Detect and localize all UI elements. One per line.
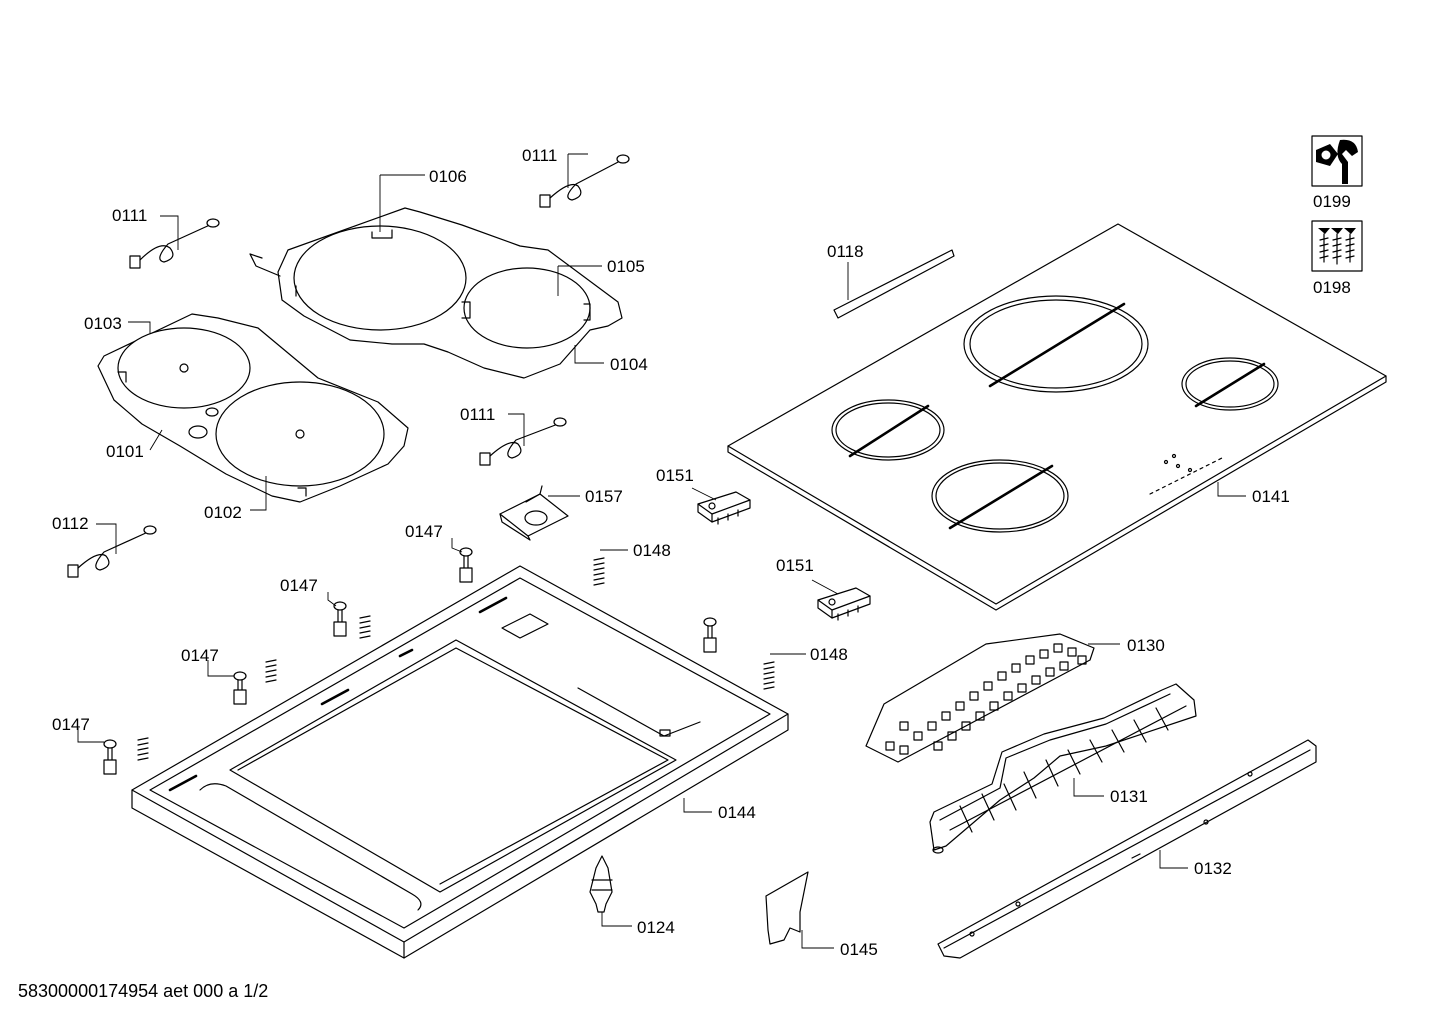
small-heating-element bbox=[463, 267, 591, 349]
heater-carrier-lower bbox=[97, 313, 409, 503]
heater-carrier-upper bbox=[249, 207, 623, 379]
foot-0147-a bbox=[459, 547, 473, 583]
foot-0147-d bbox=[103, 739, 117, 775]
foot-0147-b bbox=[333, 601, 347, 637]
seal-strip-0118 bbox=[833, 249, 955, 319]
housing-tray-0144 bbox=[131, 565, 789, 959]
screws-icon bbox=[1311, 220, 1363, 272]
callout-0198: 0198 bbox=[1313, 278, 1351, 297]
spring-0148-b bbox=[763, 661, 775, 690]
callout-0130: 0130 bbox=[1127, 636, 1165, 655]
foot-0147-e bbox=[703, 617, 717, 653]
temperature-sensor-c bbox=[479, 417, 567, 466]
temperature-sensor-d bbox=[67, 525, 157, 578]
foot-0147-c bbox=[233, 671, 247, 705]
callout-0147-d: 0147 bbox=[52, 715, 90, 734]
callout-0147-b: 0147 bbox=[280, 576, 318, 595]
callout-0147-c: 0147 bbox=[181, 646, 219, 665]
angle-bracket-0145 bbox=[765, 871, 809, 945]
profile-rail-0132 bbox=[937, 739, 1317, 959]
electronic-board-0130 bbox=[865, 633, 1095, 763]
spring-0148-c bbox=[137, 615, 371, 761]
callout-0111-a: 0111 bbox=[522, 146, 557, 165]
callout-0132: 0132 bbox=[1194, 859, 1232, 878]
temperature-sensor-b bbox=[129, 218, 220, 269]
callout-0157: 0157 bbox=[585, 487, 623, 506]
cooking-zone-rear-large bbox=[963, 295, 1149, 393]
bracket-0157 bbox=[499, 485, 569, 541]
callout-0111-b: 0111 bbox=[112, 206, 147, 225]
callout-0111-c: 0111 bbox=[460, 405, 495, 424]
callout-0101: 0101 bbox=[106, 442, 144, 461]
large-radiant-heater bbox=[215, 381, 385, 487]
callout-0199: 0199 bbox=[1313, 192, 1351, 211]
callout-0147-a: 0147 bbox=[405, 522, 443, 541]
callout-0145: 0145 bbox=[840, 940, 878, 959]
callout-0124: 0124 bbox=[637, 918, 675, 937]
callout-0118: 0118 bbox=[827, 242, 864, 261]
callout-0131: 0131 bbox=[1110, 787, 1148, 806]
spring-0148-a bbox=[593, 557, 605, 586]
pin-0124 bbox=[589, 855, 613, 913]
callout-0151-b: 0151 bbox=[776, 556, 814, 575]
small-radiant-heater bbox=[117, 327, 251, 409]
wrench-nut-icon bbox=[1311, 135, 1363, 187]
callout-0104: 0104 bbox=[610, 355, 648, 374]
callout-0151-a: 0151 bbox=[656, 466, 694, 485]
callout-0148-a: 0148 bbox=[633, 541, 671, 560]
clip-0151-a bbox=[697, 491, 751, 525]
callout-0102: 0102 bbox=[204, 503, 242, 522]
document-id: 58300000174954 aet 000 a 1/2 bbox=[18, 981, 269, 1001]
cooking-zone-front bbox=[931, 459, 1069, 533]
callout-0105: 0105 bbox=[607, 257, 645, 276]
callout-0144: 0144 bbox=[718, 803, 756, 822]
callout-0106: 0106 bbox=[429, 167, 467, 186]
board-carrier-0131 bbox=[929, 683, 1197, 854]
callout-0112: 0112 bbox=[52, 514, 89, 533]
callout-0148-b: 0148 bbox=[810, 645, 848, 664]
callout-0141: 0141 bbox=[1252, 487, 1290, 506]
clip-0151-b bbox=[817, 587, 871, 621]
cooking-zone-left bbox=[831, 399, 945, 461]
callout-0103: 0103 bbox=[84, 314, 122, 333]
large-heating-element bbox=[293, 225, 467, 331]
ceramic-hob-top-0141 bbox=[727, 223, 1387, 611]
